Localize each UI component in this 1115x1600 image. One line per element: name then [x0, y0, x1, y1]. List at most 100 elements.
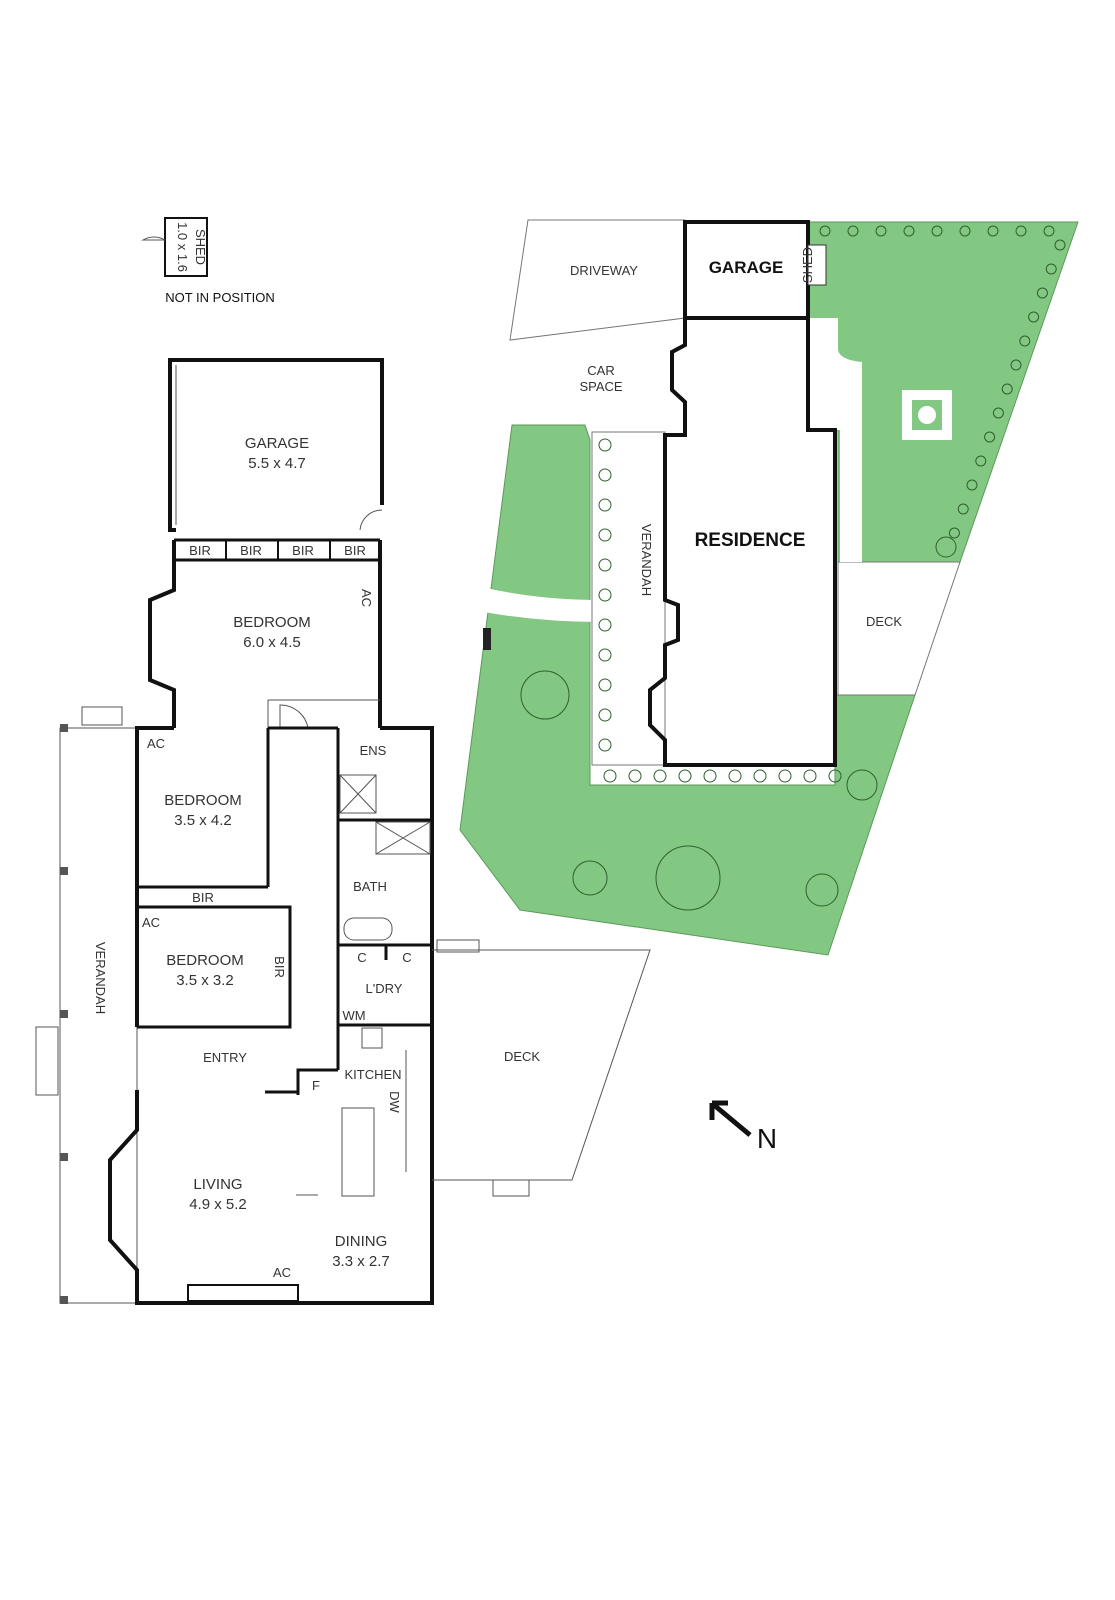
tree-icon [572, 860, 608, 896]
shrub-icon [1001, 383, 1013, 395]
shrub-icon [903, 225, 915, 237]
shrub-icon [753, 769, 767, 783]
bir-label: BIR [240, 543, 262, 558]
shrub-icon [987, 225, 999, 237]
verandah-label: VERANDAH [93, 942, 108, 1014]
shrub-icon [931, 225, 943, 237]
deck-label: DECK [504, 1049, 540, 1064]
tree-icon [846, 769, 878, 801]
cupboard-label: C [402, 950, 411, 965]
ac-label: AC [142, 915, 160, 930]
dw-label: DW [387, 1091, 402, 1113]
shrub-icon [703, 769, 717, 783]
shed-size: 1.0 x 1.6 [175, 222, 190, 272]
shrub-icon [678, 769, 692, 783]
shed-label: SHED [193, 229, 208, 265]
shrub-icon [653, 769, 667, 783]
bir-label: BIR [292, 543, 314, 558]
shrub-icon [598, 468, 612, 482]
shrub-icon [728, 769, 742, 783]
shrub-icon [1019, 335, 1031, 347]
shrub-icon [1010, 359, 1022, 371]
site-shed-label: SHED [800, 247, 815, 283]
shrub-icon [778, 769, 792, 783]
bedroom2-name: BEDROOM [164, 792, 242, 809]
shrub-icon [1015, 225, 1027, 237]
main-bedroom-name: BEDROOM [233, 614, 311, 631]
bir-label: BIR [272, 956, 287, 978]
north-arrow-icon: N [709, 1100, 777, 1154]
shrub-icon [959, 225, 971, 237]
shrub-icon [984, 431, 996, 443]
shrub-icon [992, 407, 1004, 419]
shrub-icon [1045, 263, 1057, 275]
kitchen-label: KITCHEN [344, 1067, 401, 1082]
tree-icon [655, 845, 721, 911]
entry-label: ENTRY [203, 1050, 247, 1065]
living-size: 4.9 x 5.2 [189, 1196, 247, 1213]
tree-icon [935, 536, 957, 558]
shrub-icon [598, 588, 612, 602]
bedroom3-name: BEDROOM [166, 952, 244, 969]
shrub-icon [828, 769, 842, 783]
shrub-icon [598, 618, 612, 632]
site-plan: DRIVEWAY GARAGE SHED CAR SPACE RESIDENCE… [459, 219, 1079, 956]
ac-label: AC [147, 736, 165, 751]
north-label: N [757, 1123, 777, 1154]
shrub-icon [598, 498, 612, 512]
residence-label: RESIDENCE [695, 530, 806, 551]
house-floor-plan: VERANDAH GARAGE 5.5 x 4.7 BIR BIR BIR BI… [35, 358, 651, 1305]
fridge-label: F [312, 1078, 320, 1093]
shrub-icon [1054, 239, 1066, 251]
shrub-icon [598, 438, 612, 452]
site-deck-label: DECK [866, 614, 902, 629]
residence-outline [648, 316, 837, 767]
tree-icon [805, 873, 839, 907]
shrub-icon [957, 503, 969, 515]
dining-name: DINING [335, 1233, 388, 1250]
shrub-icon [966, 479, 978, 491]
shrub-icon [598, 558, 612, 572]
not-in-position-note: NOT IN POSITION [165, 290, 275, 305]
garage-name: GARAGE [245, 435, 309, 452]
dining-size: 3.3 x 2.7 [332, 1253, 390, 1270]
wm-label: WM [342, 1008, 365, 1023]
shrub-icon [1043, 225, 1055, 237]
bir-label: BIR [189, 543, 211, 558]
car-space-label: CAR [587, 363, 614, 378]
car-space-label: SPACE [579, 379, 622, 394]
ens-label: ENS [360, 743, 387, 758]
shrub-icon [975, 455, 987, 467]
garage-size: 5.5 x 4.7 [248, 455, 306, 472]
main-bedroom-size: 6.0 x 4.5 [243, 634, 301, 651]
shrub-icon [803, 769, 817, 783]
bir-label: BIR [344, 543, 366, 558]
ac-label: AC [359, 589, 374, 607]
site-verandah-label: VERANDAH [639, 524, 654, 596]
shrub-icon [875, 225, 887, 237]
bedroom3-size: 3.5 x 3.2 [176, 972, 234, 989]
shrub-icon [847, 225, 859, 237]
shrub-icon [1036, 287, 1048, 299]
living-name: LIVING [193, 1176, 242, 1193]
ac-label: AC [273, 1265, 291, 1280]
bath-label: BATH [353, 879, 387, 894]
tree-icon [520, 670, 570, 720]
site-garage-label: GARAGE [709, 258, 784, 277]
bedroom2-size: 3.5 x 4.2 [174, 812, 232, 829]
shrub-icon [603, 769, 617, 783]
shrub-icon [819, 225, 831, 237]
shrub-icon [598, 738, 612, 752]
shed-detail: SHED 1.0 x 1.6 NOT IN POSITION [141, 217, 275, 305]
shrub-icon [1028, 311, 1040, 323]
shrub-icon [598, 708, 612, 722]
shrub-icon [598, 678, 612, 692]
shrub-icon [598, 648, 612, 662]
bir-label: BIR [192, 890, 214, 905]
shrub-icon [598, 528, 612, 542]
driveway-label: DRIVEWAY [570, 263, 638, 278]
shrub-icon [948, 527, 960, 539]
cupboard-label: C [357, 950, 366, 965]
shrub-icon [628, 769, 642, 783]
